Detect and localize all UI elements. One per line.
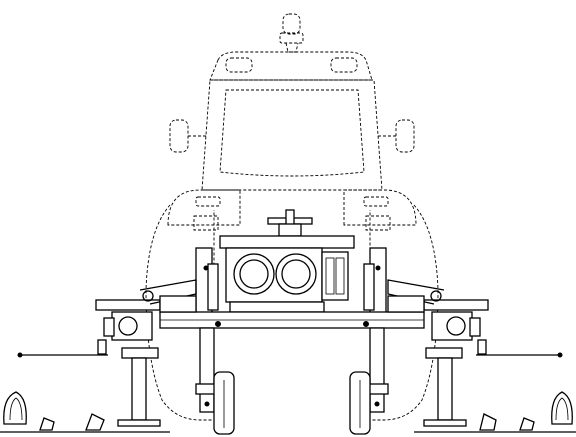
- stand-right: [423, 347, 467, 427]
- stand-left: [117, 347, 161, 427]
- rear-light-right: [363, 196, 389, 207]
- power-unit: [219, 235, 355, 319]
- wing-left: [95, 279, 197, 341]
- rod-right: [476, 339, 563, 358]
- top-link-bracket: [267, 209, 313, 239]
- skid-right-a: [479, 413, 497, 431]
- mirror-right: [378, 119, 415, 153]
- upright-right: [363, 247, 387, 321]
- skid-right-b: [519, 417, 535, 431]
- cab-frame: [201, 79, 383, 191]
- fender-right: [343, 189, 417, 226]
- cab-roof: [209, 51, 373, 81]
- implement: [0, 209, 576, 435]
- main-crossbeam: [159, 311, 425, 329]
- skid-left-b: [85, 413, 105, 431]
- centre-wheel-left: [213, 371, 235, 435]
- upright-left: [195, 247, 219, 321]
- rod-left: [17, 339, 108, 358]
- centre-wheel-right: [349, 371, 371, 435]
- rear-window: [219, 89, 365, 177]
- rear-light-left: [195, 196, 221, 207]
- skid-left-a: [39, 417, 55, 431]
- skid-far-right: [551, 391, 573, 425]
- roof-light-right: [330, 57, 358, 73]
- skid-far-left: [3, 391, 27, 425]
- roof-light-left: [225, 57, 253, 73]
- wing-right: [387, 279, 489, 341]
- beacon-light: [279, 13, 304, 53]
- leg-right: [365, 327, 389, 413]
- fender-left: [167, 189, 241, 226]
- mirror-left: [169, 119, 206, 153]
